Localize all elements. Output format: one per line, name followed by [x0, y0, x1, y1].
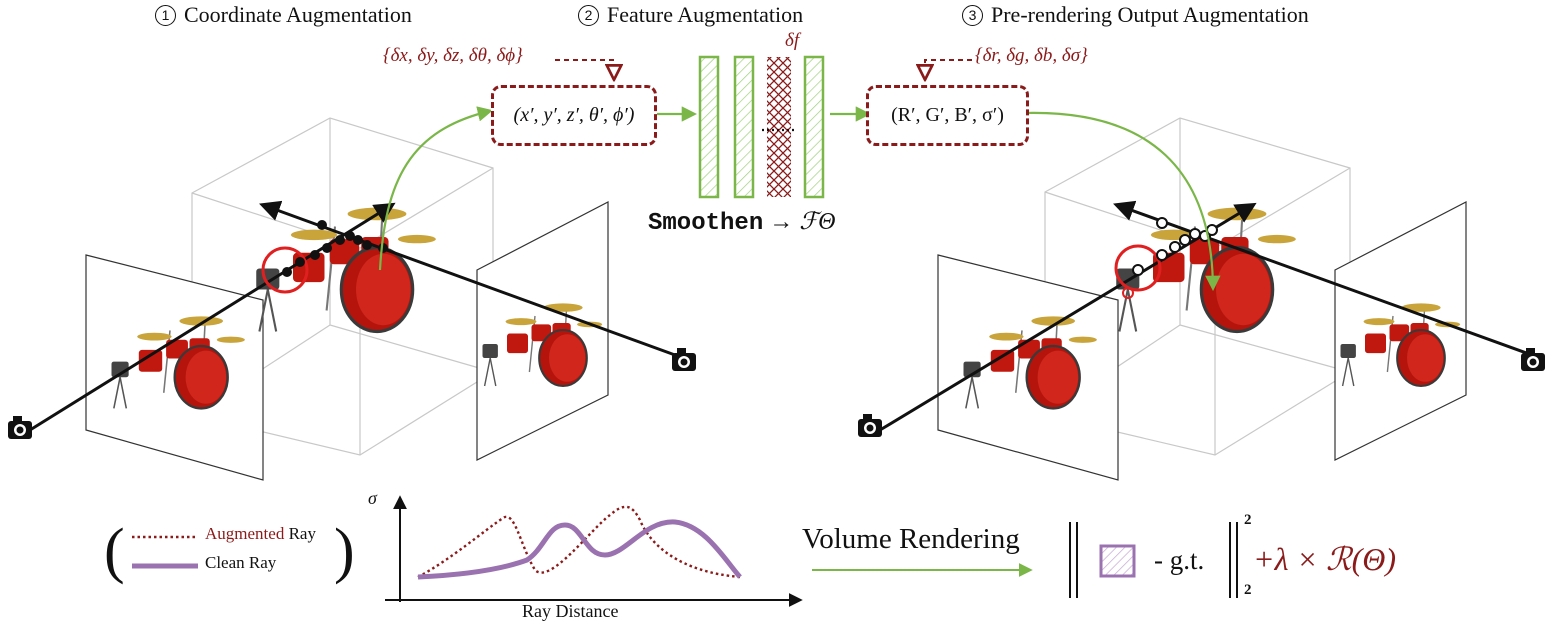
legend-augmented-ray: Ray	[288, 524, 316, 543]
green-flow-arrow	[378, 106, 493, 271]
plot-x-label: Ray Distance	[522, 601, 619, 621]
legend-open-paren: (	[104, 517, 125, 585]
loss-norm	[1069, 522, 1238, 598]
augmented-ray-curve	[417, 505, 741, 579]
loss-sub: 2	[1244, 582, 1252, 598]
step-1-title: 1 Coordinate Augmentation	[155, 2, 412, 28]
green-flow-arrow	[1024, 111, 1221, 292]
legend-close-paren: )	[334, 517, 355, 585]
step-label: Coordinate Augmentation	[184, 2, 412, 27]
legend-augmented: Augmented Ray	[205, 524, 316, 544]
loss-sup: 2	[1244, 512, 1252, 528]
camera-icon	[672, 348, 696, 371]
camera-ray-a	[879, 202, 1257, 432]
camera-ray-b	[259, 200, 676, 357]
clean-ray-curve	[417, 519, 742, 580]
camera-icon	[8, 416, 32, 439]
highlight-circle	[261, 246, 309, 294]
volume-rendering-label: Volume Rendering	[802, 523, 1020, 555]
coord-delta-connector	[555, 59, 614, 78]
camera-icon	[858, 414, 882, 437]
coord-tuple-label: (x′, y′, z′, θ′, ϕ′)	[513, 104, 635, 126]
left-scene	[8, 106, 696, 481]
mlp-layer-icon	[733, 55, 755, 199]
mlp-layers	[698, 55, 825, 199]
smoothen-label: Smoothen → ℱΘ	[648, 207, 835, 237]
legend-clean: Clean Ray	[205, 553, 277, 572]
feature-delta-label: δf	[785, 30, 800, 51]
rendered-pixel-swatch	[1099, 544, 1136, 578]
augmented-feature-layer	[767, 57, 791, 197]
loss-gt-label: - g.t.	[1154, 545, 1205, 575]
sample-points	[282, 220, 388, 277]
step-number: 3	[962, 5, 983, 26]
coord-tuple-box: (x′, y′, z′, θ′, ϕ′)	[491, 85, 657, 146]
camera-ray-b	[1113, 200, 1533, 357]
sample-points	[1132, 217, 1218, 276]
regularization-term: +λ × ℛ(Θ)	[1253, 541, 1396, 577]
output-delta-connector	[925, 59, 972, 78]
density-plot	[385, 495, 803, 607]
smoothen-arrow: → ℱΘ	[769, 209, 836, 235]
highlight-circle	[1114, 244, 1162, 292]
step-label: Feature Augmentation	[607, 2, 804, 27]
legend-augmented-word: Augmented	[205, 524, 285, 543]
step-label: Pre-rendering Output Augmentation	[991, 2, 1309, 27]
output-tuple-box: (R′, G′, B′, σ′)	[866, 85, 1029, 146]
plot-y-label: σ	[368, 488, 377, 508]
step-number: 1	[155, 5, 176, 26]
step-3-title: 3 Pre-rendering Output Augmentation	[962, 2, 1309, 28]
mlp-layer-icon	[698, 55, 720, 199]
camera-ray-a	[29, 202, 396, 432]
output-tuple-label: (R′, G′, B′, σ′)	[891, 104, 1004, 126]
step-number: 2	[578, 5, 599, 26]
coord-deltas-label: {δx, δy, δz, δθ, δϕ}	[383, 45, 523, 66]
step-2-title: 2 Feature Augmentation	[578, 2, 803, 28]
mlp-layer-icon	[803, 55, 825, 199]
output-deltas-label: {δr, δg, δb, δσ}	[975, 45, 1088, 66]
right-scene	[858, 111, 1545, 481]
smoothen-word: Smoothen	[648, 210, 764, 237]
highlight-circle	[1122, 287, 1134, 299]
